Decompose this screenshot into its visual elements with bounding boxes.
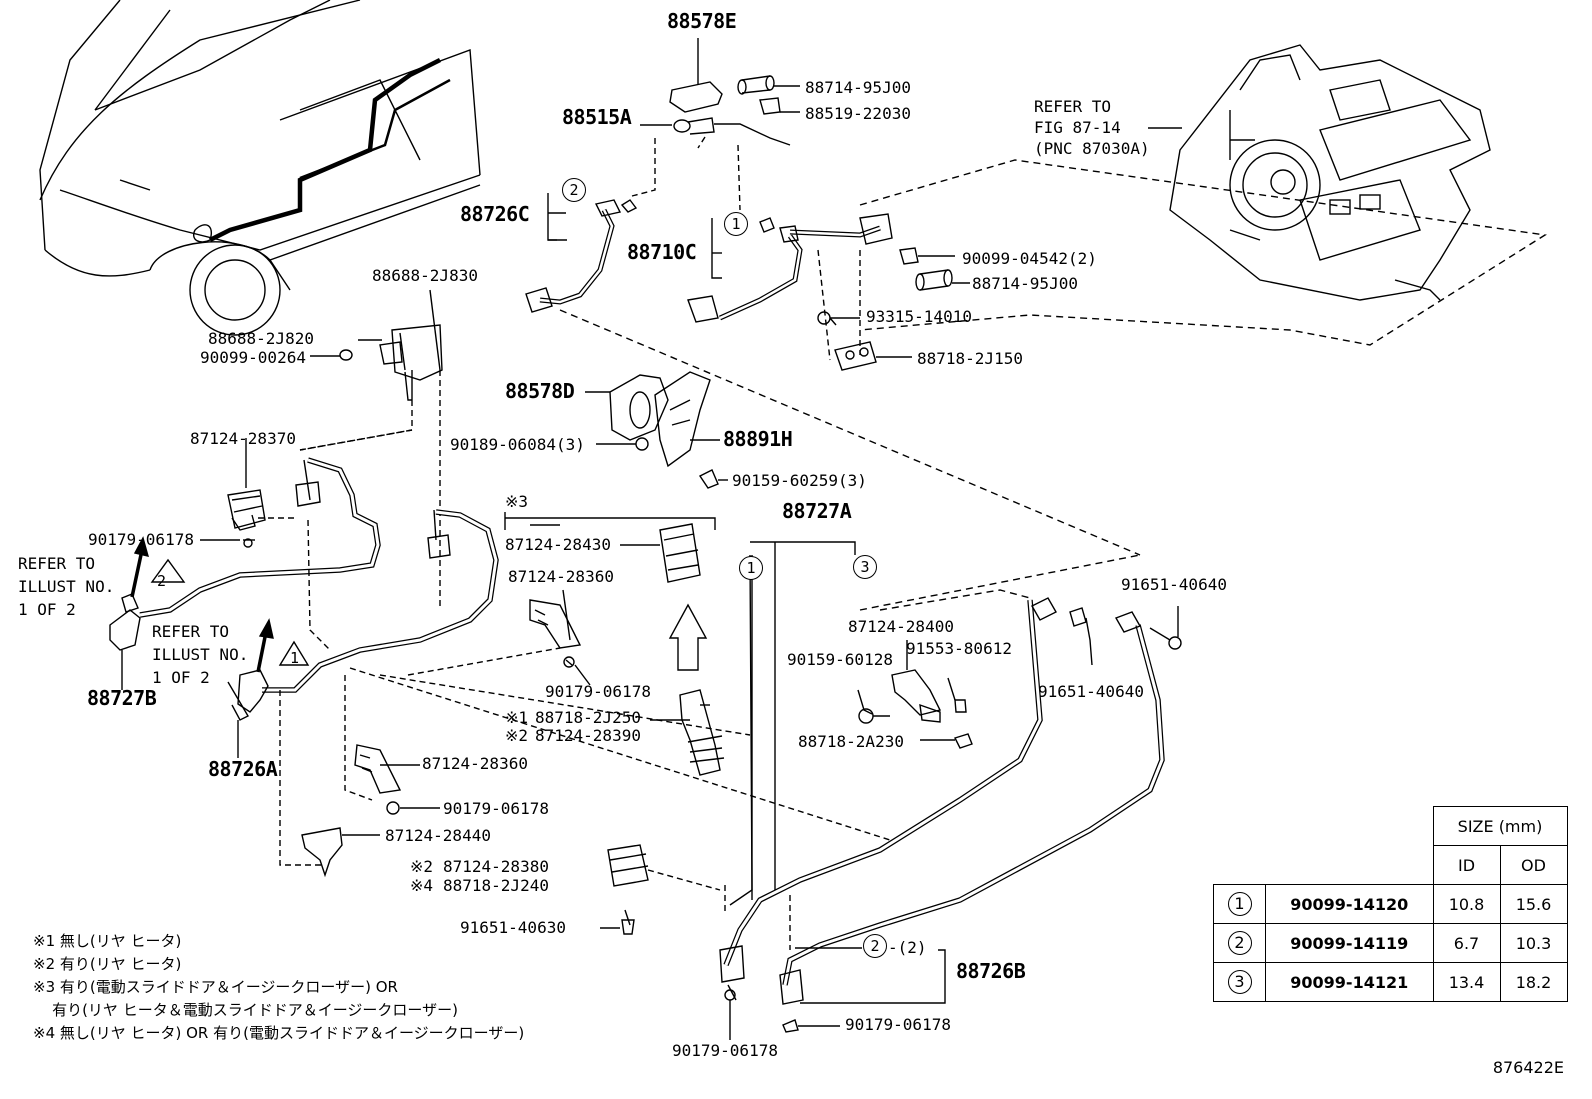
part-88727A: 88727A — [782, 499, 852, 523]
part-87124-28380: 87124-28380 — [443, 857, 549, 876]
part-93315-14010: 93315-14010 — [866, 307, 972, 326]
quantity-2: -(2) — [888, 938, 927, 957]
part-88714-95J00-top: 88714-95J00 — [805, 78, 911, 97]
row-id: 13.4 — [1432, 962, 1501, 1002]
part-87124-28440: 87124-28440 — [385, 826, 491, 845]
row-id: 6.7 — [1432, 923, 1501, 963]
hose-mark-2-88726B: 2 — [863, 934, 887, 958]
triangle-1-mark: 1 — [290, 649, 300, 667]
vehicle-illustration — [39, 0, 481, 336]
refer-illust2-line1: REFER TO — [18, 554, 96, 573]
row-mark: 2 — [1227, 931, 1252, 955]
part-90179-06178-e: 90179-06178 — [672, 1041, 778, 1060]
footnote-3: ※3 有り(電動スライドドア＆イージークローザー) OR — [33, 978, 398, 996]
note-mark-2a: ※2 — [505, 726, 529, 745]
table-row: 3 90099-14121 13.4 18.2 — [1213, 962, 1568, 1002]
hose-mark-2-88726C: 2 — [562, 178, 586, 202]
part-90179-06178-d: 90179-06178 — [845, 1015, 951, 1034]
row-od: 18.2 — [1499, 962, 1568, 1002]
size-header: SIZE (mm) — [1432, 806, 1568, 846]
part-87124-28390: 87124-28390 — [535, 726, 641, 745]
part-88688-2J830: 88688-2J830 — [372, 266, 478, 285]
figure-number: 876422E — [1492, 1058, 1564, 1077]
refer-illust1-line1: REFER TO — [152, 622, 230, 641]
triangle-2-mark: 2 — [157, 572, 167, 590]
part-91651-40630: 91651-40630 — [460, 918, 566, 937]
refer-fig-line3: (PNC 87030A) — [1034, 139, 1150, 158]
part-88726A: 88726A — [208, 757, 278, 781]
col-id-header: ID — [1432, 845, 1501, 885]
refer-fig-line1: REFER TO — [1034, 97, 1112, 116]
row-mark: 1 — [1227, 892, 1252, 916]
part-91651-40640-a: 91651-40640 — [1121, 575, 1227, 594]
hose-mark-3-88727A: 3 — [853, 555, 877, 579]
note-mark-4: ※4 — [410, 876, 434, 895]
part-88714-95J00-mid: 88714-95J00 — [972, 274, 1078, 293]
part-88515A: 88515A — [562, 105, 632, 129]
part-88726C: 88726C — [460, 202, 530, 226]
col-od-header: OD — [1499, 845, 1568, 885]
part-87124-28370: 87124-28370 — [190, 429, 296, 448]
note-mark-2b: ※2 — [410, 857, 434, 876]
part-91651-40640-b: 91651-40640 — [1038, 682, 1144, 701]
row-od: 10.3 — [1499, 923, 1568, 963]
part-87124-28360-a: 87124-28360 — [508, 567, 614, 586]
part-88891H: 88891H — [723, 427, 793, 451]
part-90179-06178-b: 90179-06178 — [545, 682, 651, 701]
footnote-2: ※2 有り(リヤ ヒータ) — [33, 955, 182, 973]
part-88519-22030: 88519-22030 — [805, 104, 911, 123]
footnote-4: ※4 無し(リヤ ヒータ) OR 有り(電動スライドドア＆イージークローザー) — [33, 1024, 525, 1042]
part-88718-2J250: 88718-2J250 — [535, 708, 641, 727]
part-88578D: 88578D — [505, 379, 575, 403]
part-88718-2J240: 88718-2J240 — [443, 876, 549, 895]
part-87124-28430: 87124-28430 — [505, 535, 611, 554]
part-88726B: 88726B — [956, 959, 1026, 983]
part-90099-04542: 90099-04542(2) — [962, 249, 1097, 268]
part-88578E: 88578E — [667, 9, 737, 33]
part-87124-28360-b: 87124-28360 — [422, 754, 528, 773]
part-87124-28400: 87124-28400 — [848, 617, 954, 636]
part-88688-2J820: 88688-2J820 — [208, 329, 314, 348]
note-mark-3: ※3 — [505, 492, 529, 511]
row-part: 90099-14121 — [1265, 962, 1434, 1002]
hose-size-table: SIZE (mm) ID OD 1 90099-14120 10.8 15.6 … — [1213, 806, 1568, 1002]
row-part: 90099-14119 — [1265, 923, 1434, 963]
heater-unit-illustration — [1169, 44, 1491, 301]
part-90189-06084: 90189-06084(3) — [450, 435, 585, 454]
part-88718-2J150: 88718-2J150 — [917, 349, 1023, 368]
hose-mark-1-88727A: 1 — [739, 556, 763, 580]
part-90179-06178-a: 90179-06178 — [88, 530, 194, 549]
table-row: 1 90099-14120 10.8 15.6 — [1213, 884, 1568, 924]
row-id: 10.8 — [1432, 884, 1501, 924]
part-88710C: 88710C — [627, 240, 697, 264]
note-mark-1: ※1 — [505, 708, 529, 727]
footnote-3-cont: 有り(リヤ ヒータ＆電動スライドドア＆イージークローザー) — [33, 1001, 458, 1019]
part-88718-2A230: 88718-2A230 — [798, 732, 904, 751]
refer-illust1-line2: ILLUST NO. — [152, 645, 249, 664]
refer-illust1-line3: 1 OF 2 — [152, 668, 210, 687]
part-88727B: 88727B — [87, 686, 157, 710]
refer-fig-line2: FIG 87-14 — [1034, 118, 1121, 137]
row-od: 15.6 — [1499, 884, 1568, 924]
row-mark: 3 — [1227, 970, 1252, 994]
hose-mark-1-88710C: 1 — [724, 212, 748, 236]
part-90099-00264: 90099-00264 — [200, 348, 306, 367]
refer-illust2-line2: ILLUST NO. — [18, 577, 115, 596]
refer-illust2-line3: 1 OF 2 — [18, 600, 76, 619]
table-row: 2 90099-14119 6.7 10.3 — [1213, 923, 1568, 963]
footnote-1: ※1 無し(リヤ ヒータ) — [33, 932, 182, 950]
part-90179-06178-c: 90179-06178 — [443, 799, 549, 818]
part-91553-80612: 91553-80612 — [906, 639, 1012, 658]
part-90159-60259: 90159-60259(3) — [732, 471, 867, 490]
part-90159-60128: 90159-60128 — [787, 650, 893, 669]
row-part: 90099-14120 — [1265, 884, 1434, 924]
